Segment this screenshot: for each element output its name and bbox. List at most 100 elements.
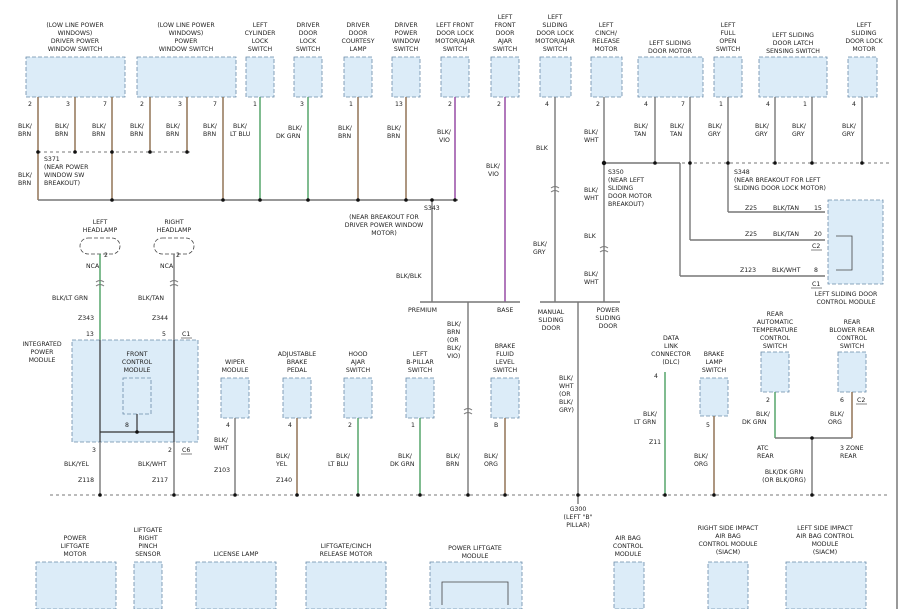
driver-door-courtesy-lamp-box[interactable] [343, 56, 373, 98]
comp-label-line: MOTOR/AJAR [535, 38, 575, 45]
wire-color-label: BLK [536, 145, 549, 152]
left-cylinder-lock-switch-box[interactable] [245, 56, 275, 98]
wire-color-label: BLK/ [338, 125, 353, 132]
right-siacm-box[interactable] [707, 561, 749, 609]
comp-label-line: SWITCH [493, 46, 518, 53]
ground-g300: G300 [570, 506, 587, 513]
comp-label-line: PINCH [138, 543, 158, 550]
wire-color-label: BLK/ [18, 172, 33, 179]
wire-color-label: BRN [446, 461, 460, 468]
wire-color-label: BLK/ [336, 453, 351, 460]
brake-pedal-box[interactable] [282, 377, 312, 419]
left-front-door-ajar-switch-box[interactable] [490, 56, 520, 98]
splice-dots [36, 150, 864, 202]
brake-fluid-switch-box[interactable] [490, 377, 520, 419]
control-module-box[interactable] [827, 199, 884, 285]
splice-s371: (NEAR POWER [44, 164, 89, 171]
wire-color-label: BLK/ [166, 123, 181, 130]
comp-label-line: AIR BAG [615, 535, 641, 542]
wire-color-label: BLK/ [233, 123, 248, 130]
left-full-open-switch-box[interactable] [713, 56, 743, 98]
wire-color-label: LT BLU [328, 461, 348, 468]
comp-label-line: LIFTGATE/CINCH [321, 543, 372, 550]
pin-number: 1 [349, 101, 353, 108]
comp-label-line: RIGHT [164, 219, 184, 226]
power-liftgate-motor-box[interactable] [35, 561, 117, 609]
left-sliding-door-latch-switch-box[interactable] [758, 56, 828, 98]
comp-label-line: SWITCH [493, 367, 518, 374]
rear-atc-switch-box[interactable] [760, 351, 790, 393]
wire-color-label: BLK/ [276, 453, 291, 460]
wire-color-label: BRN [447, 329, 461, 336]
module-title: POWER [31, 349, 55, 356]
air-bag-control-module-box[interactable] [613, 561, 645, 609]
comp-label-line: (LOW LINE POWER [157, 22, 215, 29]
connector-id: C1 [812, 281, 820, 288]
wire-color-label: ORG [484, 461, 498, 468]
wire-color-label: BRN [130, 131, 144, 138]
pin-number: 1 [803, 101, 807, 108]
comp-label-line: DOOR [299, 30, 319, 37]
splice-s371: WINDOW SW [44, 172, 84, 179]
power-liftgate-module-box[interactable] [429, 561, 523, 609]
driver-power-window-switch-box[interactable] [25, 56, 126, 98]
circuit-id: Z103 [214, 467, 230, 474]
driver-power-window-switch-box-2[interactable] [391, 56, 421, 98]
wiper-module-box[interactable] [220, 377, 250, 419]
license-lamp-box[interactable] [195, 561, 277, 609]
comp-label-line: DATA [663, 335, 680, 342]
liftgate-pinch-sensor-box[interactable] [133, 561, 163, 609]
comp-label-line: LEFT FRONT [436, 22, 474, 29]
brake-lamp-switch-box[interactable] [699, 377, 729, 417]
b-pillar-switch-box[interactable] [405, 377, 435, 419]
left-sliding-door-motor-box[interactable] [637, 56, 704, 98]
comp-label-line: FRONT [494, 22, 515, 29]
option-label: MANUAL [538, 309, 565, 316]
comp-label-line: AUTOMATIC [757, 319, 793, 326]
wire-color-label: GRY [792, 131, 805, 138]
comp-label-line: DRIVER [346, 22, 370, 29]
wire-color-label: ORG [694, 461, 708, 468]
left-headlamp-box[interactable] [79, 237, 121, 255]
pin-number: B [494, 422, 498, 429]
wire-color-label: BLK/ [398, 453, 413, 460]
comp-label-line: HEADLAMP [157, 227, 192, 234]
fcm-box[interactable] [122, 377, 152, 415]
wire-color-label: WHT [214, 445, 229, 452]
wire-color-label: BLK/ [130, 123, 145, 130]
liftgate-cinch-motor-box[interactable] [305, 561, 387, 609]
comp-label-line: WINDOW [392, 38, 420, 45]
wire-color-label: BLK/ [756, 411, 771, 418]
pin-number: 2 [348, 422, 352, 429]
right-headlamp-box[interactable] [153, 237, 195, 255]
comp-label-line: DOOR [349, 30, 369, 37]
comp-label-line: SWITCH [543, 46, 568, 53]
comp-label-line: AJAR [351, 359, 366, 366]
wire-color-label: BLK/ [437, 129, 452, 136]
left-cinch-release-motor-box[interactable] [590, 56, 623, 98]
wire-color-label: BLK/ [708, 123, 723, 130]
splice-s343: S343 [424, 205, 440, 212]
left-front-door-lock-motor-box[interactable] [440, 56, 470, 98]
hood-ajar-switch-box[interactable] [343, 377, 373, 419]
comp-label-line: LEFT SIDE IMPACT [797, 525, 853, 532]
wire-color-label: BLK/ [18, 123, 33, 130]
pin-number: 4 [226, 422, 230, 429]
driver-door-lock-switch-box[interactable] [293, 56, 323, 98]
circuit-id: Z25 [745, 205, 757, 212]
rear-blower-switch-box[interactable] [837, 351, 867, 393]
comp-label-line: PEDAL [287, 367, 308, 374]
left-sliding-door-lock-motor-box[interactable] [539, 56, 572, 98]
wire-color-label: BLK/ [446, 453, 461, 460]
pin-number: 4 [545, 101, 549, 108]
comp-label-line: TEMPERATURE [752, 327, 798, 334]
wire-color-label: LT BLU [230, 131, 250, 138]
left-sliding-door-lock-motor-box-2[interactable] [847, 56, 878, 98]
splice-s350: SLIDING [608, 185, 633, 192]
comp-label-line: REAR [844, 319, 861, 326]
power-window-switch-box[interactable] [136, 56, 237, 98]
left-siacm-box[interactable] [785, 561, 867, 609]
comp-label-line: WIPER [225, 359, 246, 366]
pin-number: 4 [644, 101, 648, 108]
